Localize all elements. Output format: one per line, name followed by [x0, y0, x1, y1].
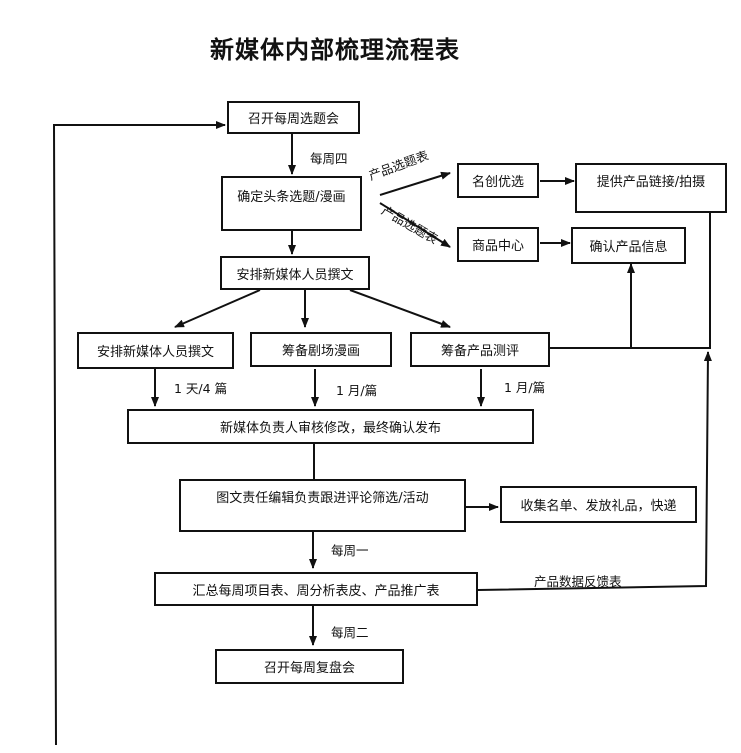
node-assign-writers-2: 安排新媒体人员撰文 [77, 332, 234, 369]
node-assign-writers: 安排新媒体人员撰文 [220, 256, 370, 290]
label-freq-review: 1 月/篇 [504, 380, 546, 395]
label-feedback-table: 产品数据反馈表 [534, 574, 622, 589]
line-review-to-links [631, 194, 714, 349]
label-thursday: 每周四 [310, 151, 348, 166]
label-freq-writers: 1 天/4 篇 [174, 381, 228, 396]
node-weekly-review: 召开每周复盘会 [215, 649, 404, 684]
node-product-center: 商品中心 [457, 227, 539, 262]
node-collect-list: 收集名单、发放礼品，快递 [500, 486, 697, 523]
node-prepare-comic: 筹备剧场漫画 [250, 332, 392, 367]
line-loop-back [52, 121, 226, 746]
line-summary-feedback [477, 351, 712, 591]
arrow-assign-to-writers [174, 289, 261, 328]
node-prepare-review: 筹备产品测评 [410, 332, 550, 367]
node-weekly-meeting: 召开每周选题会 [227, 101, 360, 134]
page-title: 新媒体内部梳理流程表 [210, 36, 460, 64]
line-review-to-confirm [550, 263, 635, 349]
node-provide-links: 提供产品链接/拍摄 [575, 163, 727, 213]
label-monday: 每周一 [331, 543, 369, 558]
arrow-topic-to-mingchuang [379, 171, 451, 196]
node-confirm-topic: 确定头条选题/漫画 [221, 176, 362, 231]
arrow-topic-to-product-center [379, 202, 451, 248]
node-mingchuang: 名创优选 [457, 163, 539, 198]
arrow-assign-to-review [349, 289, 451, 328]
node-summary: 汇总每周项目表、周分析表皮、产品推广表 [154, 572, 478, 606]
label-tuesday: 每周二 [331, 625, 369, 640]
node-comment-screening: 图文责任编辑负责跟进评论筛选/活动 [179, 479, 466, 532]
node-review-publish: 新媒体负责人审核修改，最终确认发布 [127, 409, 534, 444]
label-freq-comic: 1 月/篇 [336, 383, 378, 398]
node-confirm-product: 确认产品信息 [571, 227, 686, 264]
